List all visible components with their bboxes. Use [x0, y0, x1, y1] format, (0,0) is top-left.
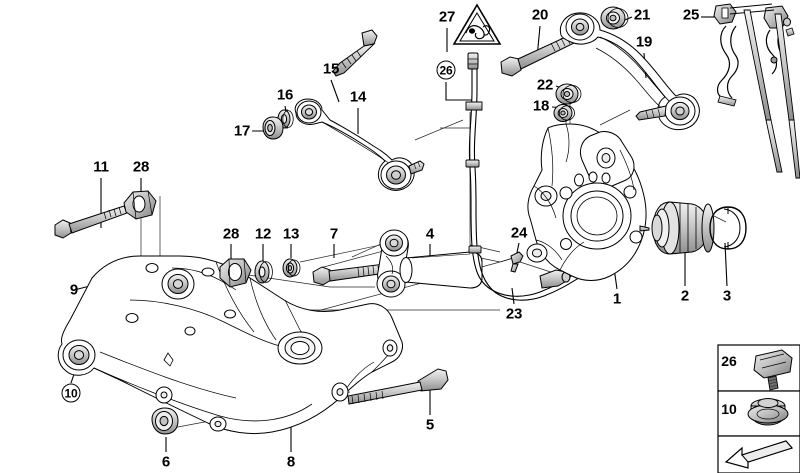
part-8-lower-control-arm: [57, 255, 403, 435]
part-20-bolt: [500, 34, 575, 77]
callout-27[interactable]: 27: [438, 8, 456, 26]
part-13-spacer: [282, 258, 301, 278]
callout-2[interactable]: 2: [680, 287, 690, 305]
callout-14[interactable]: 14: [349, 88, 367, 106]
part-7-bolt: [312, 263, 387, 286]
part-17-nut: [262, 116, 284, 140]
callout-11[interactable]: 11: [93, 158, 109, 176]
callout-26[interactable]: 26: [436, 60, 456, 80]
part-5-bolt: [347, 368, 449, 405]
part-28-plate-upper: [123, 190, 157, 220]
callout-15[interactable]: 15: [322, 60, 340, 78]
inset-10-nut-art: [747, 398, 789, 426]
part-6-nut: [151, 407, 179, 435]
callout-12[interactable]: 12: [254, 225, 272, 243]
part-link-arm: [376, 229, 409, 298]
part-23-abs-cable: [465, 52, 583, 301]
part-12-washer: [254, 260, 273, 284]
callout-5[interactable]: 5: [425, 416, 435, 434]
callout-6[interactable]: 6: [161, 453, 171, 471]
callout-17[interactable]: 17: [233, 122, 251, 140]
callout-25[interactable]: 25: [682, 6, 700, 24]
callout-20[interactable]: 20: [531, 6, 549, 24]
callout-18[interactable]: 18: [532, 97, 550, 115]
callout-13[interactable]: 13: [282, 225, 300, 243]
part-1-wheel-carrier: [526, 123, 647, 281]
part-19-upper-control-arm: [559, 12, 700, 131]
part-15-bolt: [332, 29, 378, 77]
part-3-snap-ring: [709, 206, 747, 250]
callout-23[interactable]: 23: [505, 305, 523, 323]
part-21-bushing: [600, 6, 629, 30]
part-28-plate-lower: [219, 258, 252, 288]
callout-3[interactable]: 3: [722, 287, 732, 305]
callout-7[interactable]: 7: [329, 225, 339, 243]
callout-10[interactable]: 10: [61, 383, 81, 403]
part-4-stabilizer-bar: [399, 251, 483, 289]
callout-28-upper[interactable]: 28: [132, 158, 150, 176]
part-2-wheel-bearing: [639, 201, 715, 255]
inset-26-clip-art: [753, 349, 793, 391]
callout-19[interactable]: 19: [635, 33, 653, 51]
part-11-bolt: [54, 205, 128, 239]
callout-8[interactable]: 8: [286, 453, 296, 471]
part-24-screw: [510, 251, 524, 273]
callout-22[interactable]: 22: [536, 76, 554, 94]
callout-24[interactable]: 24: [510, 224, 528, 242]
callout-21[interactable]: 21: [633, 6, 651, 24]
warning-triangle-icon: [452, 3, 502, 45]
inset-label-10: 10: [721, 401, 737, 417]
part-14-guide-arm: [294, 98, 425, 191]
callout-16[interactable]: 16: [276, 86, 294, 104]
callout-1[interactable]: 1: [612, 290, 622, 308]
callout-28-lower[interactable]: 28: [222, 225, 240, 243]
part-22-bushing: [555, 83, 582, 105]
inset-boxes: [717, 344, 800, 473]
view-direction-arrow-icon: [724, 440, 794, 469]
part-25-clip-rods: [713, 3, 800, 179]
part-18-bushing: [553, 104, 575, 122]
callout-4[interactable]: 4: [425, 225, 435, 243]
callout-9[interactable]: 9: [69, 281, 79, 299]
inset-label-26: 26: [721, 353, 737, 369]
